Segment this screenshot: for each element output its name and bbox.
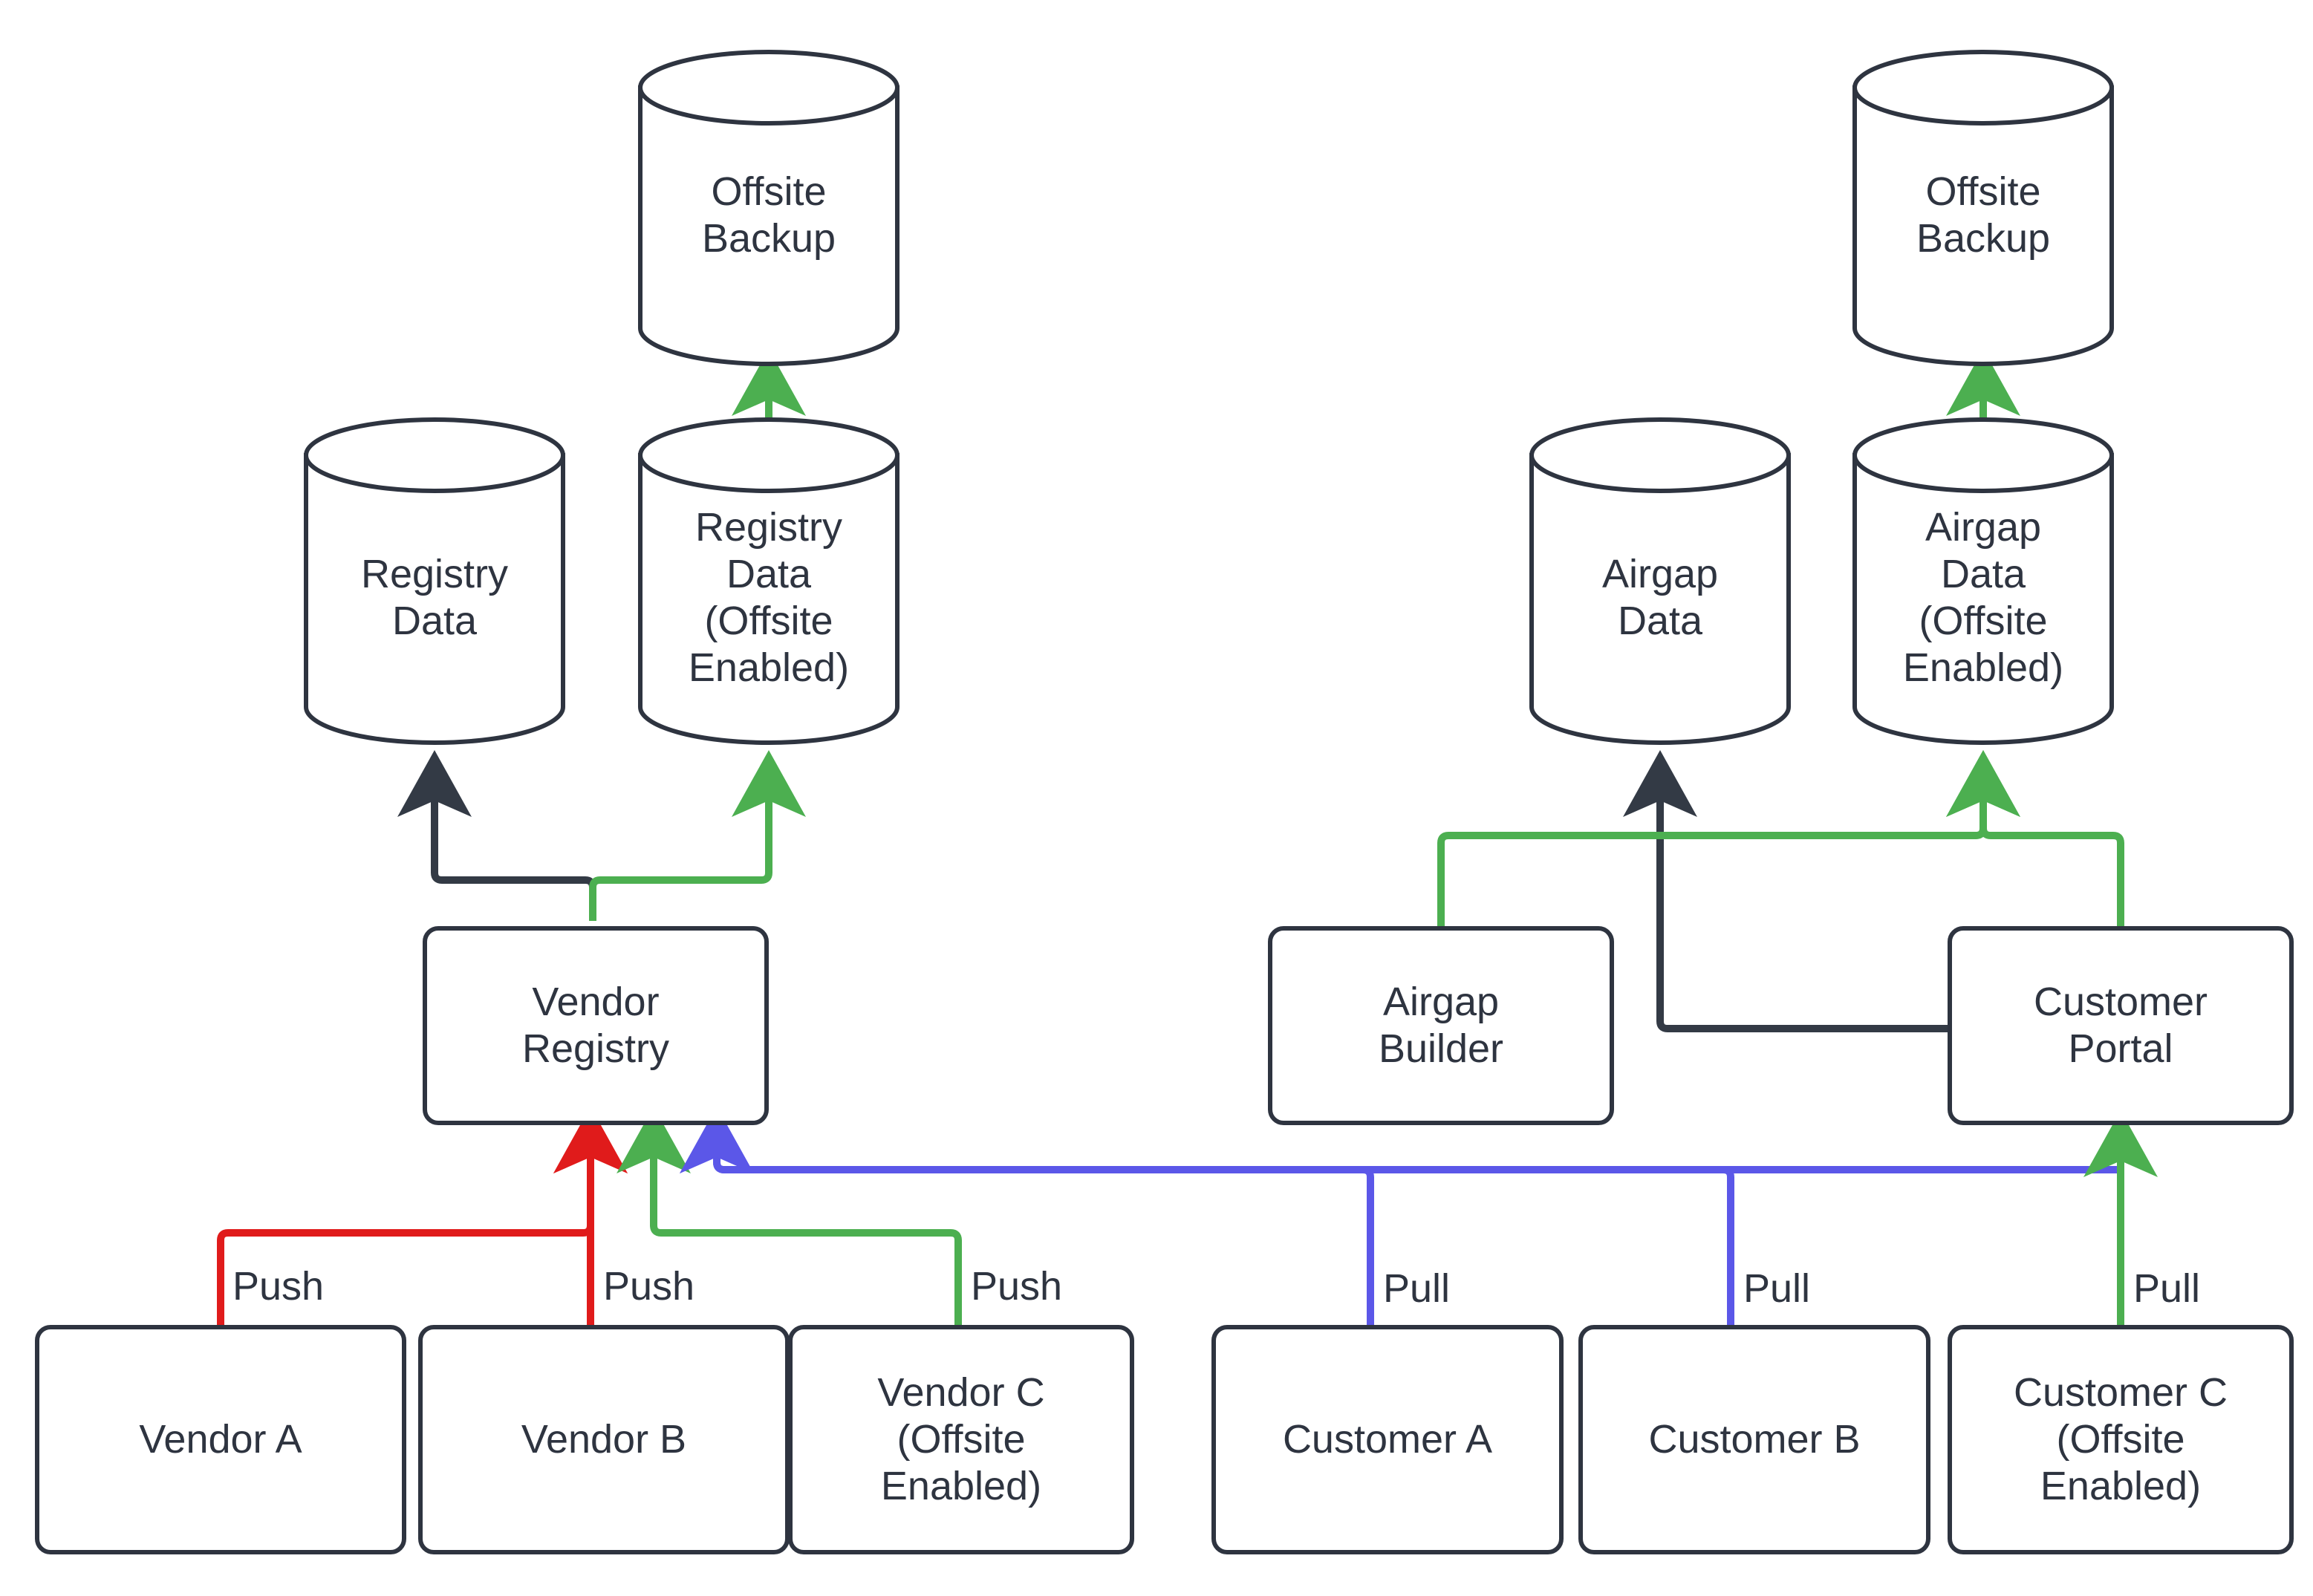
edge-label-customer-a-pull: Pull: [1383, 1266, 1451, 1311]
node-offsite-backup-left[interactable]: [638, 50, 900, 366]
node-customer-a[interactable]: [1211, 1325, 1564, 1554]
edge-customer-b-pull: [680, 1107, 1734, 1326]
edge-label-vendor-a-push: Push: [232, 1264, 325, 1309]
edge-label-customer-c-pull: Pull: [2133, 1266, 2201, 1311]
edge-vendor-c-push: [617, 1107, 962, 1326]
edge-label-customer-b-pull: Pull: [1743, 1266, 1811, 1311]
node-airgap-data[interactable]: [1529, 417, 1791, 745]
edge-customer-portal-to-airgap-data: [1623, 750, 1953, 1032]
node-airgap-builder[interactable]: [1268, 926, 1614, 1125]
node-registry-data[interactable]: [304, 417, 565, 745]
edge-customer-portal-to-airgap-offsite: [1946, 750, 2124, 928]
node-vendor-a[interactable]: [35, 1325, 406, 1554]
node-airgap-data-offsite[interactable]: [1852, 417, 2114, 745]
node-customer-b[interactable]: [1578, 1325, 1930, 1554]
edge-label-vendor-b-push: Push: [603, 1264, 695, 1309]
node-vendor-c[interactable]: [788, 1325, 1134, 1554]
edge-vendor-registry-to-registry-data-offsite: [589, 750, 806, 921]
node-customer-c[interactable]: [1948, 1325, 2294, 1554]
node-vendor-registry[interactable]: [423, 926, 769, 1125]
edge-label-vendor-c-push: Push: [971, 1264, 1063, 1309]
node-registry-data-offsite[interactable]: [638, 417, 900, 745]
node-offsite-backup-right[interactable]: [1852, 50, 2114, 366]
node-customer-portal[interactable]: [1948, 926, 2294, 1125]
node-vendor-b[interactable]: [418, 1325, 790, 1554]
